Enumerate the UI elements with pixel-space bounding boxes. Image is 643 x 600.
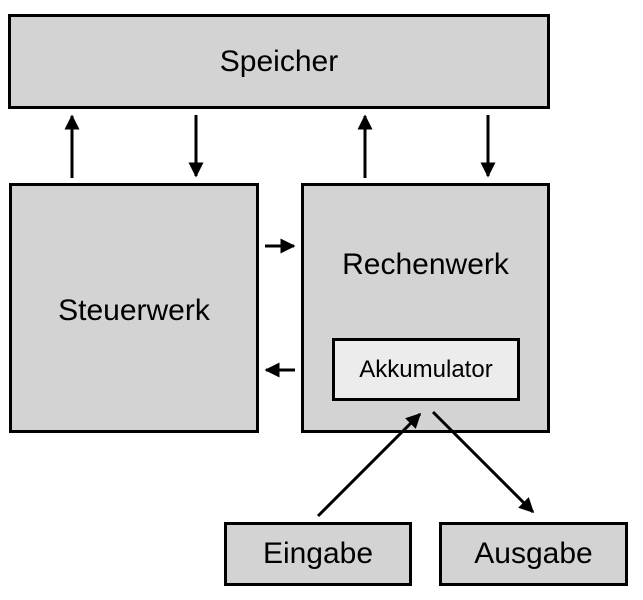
speicher-label: Speicher (219, 44, 339, 78)
steuerwerk-label: Steuerwerk (58, 294, 210, 327)
ausgabe-box: Ausgabe (439, 522, 628, 586)
eingabe-box: Eingabe (224, 522, 412, 586)
steuerwerk-box: Steuerwerk (9, 183, 259, 433)
ausgabe-label: Ausgabe (474, 537, 593, 570)
akkumulator-label: Akkumulator (359, 355, 493, 383)
akkumulator-box: Akkumulator (332, 338, 520, 401)
eingabe-label: Eingabe (262, 537, 374, 570)
speicher-box: Speicher (8, 14, 550, 109)
rechenwerk-label: Rechenwerk (342, 248, 509, 281)
